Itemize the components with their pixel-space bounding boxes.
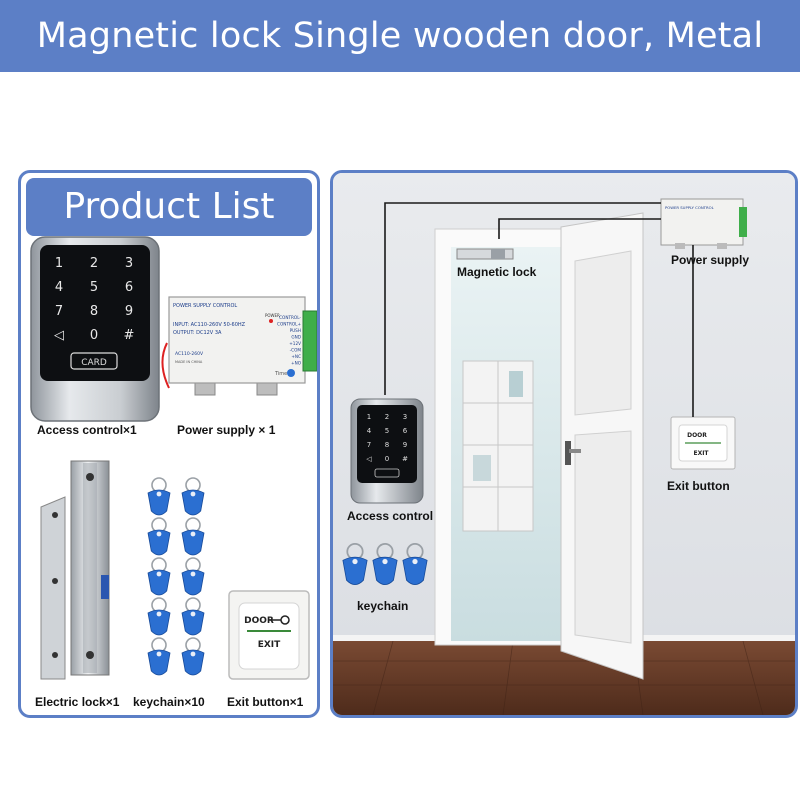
label-magnetic-lock: Magnetic lock (457, 265, 537, 279)
psu-terminal-label: -COM (290, 348, 302, 353)
keyfob-body (147, 649, 171, 676)
keypad-key: 8 (90, 304, 98, 319)
keypad-key: 2 (90, 256, 98, 271)
keypad-key: # (402, 455, 408, 463)
psu-terminal-label: +NC (291, 354, 301, 359)
product-list-header: Product List (26, 178, 312, 236)
label-exit-button: Exit button (667, 479, 730, 493)
keyfob-body (181, 609, 205, 636)
psu-power: POWER (265, 313, 280, 318)
page-title: Magnetic lock Single wooden door, Metal … (36, 16, 764, 128)
psu-title: POWER SUPPLY CONTROL (173, 303, 237, 309)
psu-small: AC110-260V (175, 351, 204, 357)
keypad-key: 7 (55, 304, 63, 319)
keypad-key: 5 (385, 427, 389, 435)
keyfob-icon (147, 477, 205, 676)
keyfob-body (402, 556, 428, 585)
keyfob-hole (382, 558, 388, 565)
caption-access-control: Access control×1 (37, 423, 137, 437)
keyfob-hole (156, 491, 162, 497)
keypad-key: 2 (385, 413, 389, 421)
psu-input: INPUT: AC110-260V 50-60HZ (173, 322, 246, 328)
psu-terminal-label: PUSH (290, 328, 301, 333)
label-access-control: Access control (347, 509, 434, 523)
keypad-key: 6 (403, 427, 408, 435)
caption-electric-lock: Electric lock×1 (35, 695, 120, 709)
keyfob-body (147, 489, 171, 516)
keyfob-hole (156, 651, 162, 657)
psu-made: MADE IN CHINA (175, 360, 203, 364)
keypad-key: 1 (367, 413, 371, 421)
card-label: CARD (81, 358, 107, 368)
keyfob-body (342, 556, 368, 585)
caption-keychain: keychain×10 (133, 695, 205, 709)
magnetic-lock-icon (40, 460, 110, 680)
label-keychain: keychain (357, 599, 409, 613)
svg-text:POWER SUPPLY CONTROL: POWER SUPPLY CONTROL (665, 205, 715, 210)
psu-terminal-label: +NO (291, 361, 302, 366)
svg-text:EXIT: EXIT (693, 450, 709, 457)
keypad-key: 0 (385, 455, 389, 463)
keypad-key: 6 (125, 280, 133, 295)
keyfob-hole (156, 611, 162, 617)
svg-text:DOOR: DOOR (687, 432, 707, 439)
keyfob-body (181, 569, 205, 596)
keypad-key: 8 (385, 441, 389, 449)
keyfob-body (181, 489, 205, 516)
keypad-key: 5 (90, 280, 98, 295)
psu-terminal-label: GND (291, 335, 301, 340)
keyfob-body (372, 556, 398, 585)
keyfob-hole (156, 571, 162, 577)
keyfob-body (181, 649, 205, 676)
psu-output: OUTPUT: DC12V 3A (173, 330, 222, 336)
psu-terminal-label: +12V (289, 341, 301, 346)
exit-exit-text: EXIT (258, 640, 281, 650)
caption-exit-button: Exit button×1 (227, 695, 304, 709)
keypad-key: 7 (367, 441, 371, 449)
caption-power-supply: Power supply × 1 (177, 423, 276, 437)
keypad-key: # (124, 328, 135, 343)
keypad-icon: 1 2 3 4 5 6 7 8 9 ◁ 0 # CARD (30, 236, 160, 422)
keyfob-hole (190, 491, 196, 497)
keypad-key: 3 (125, 256, 133, 271)
keypad-key: 0 (90, 328, 98, 343)
keypad-key: ◁ (54, 328, 64, 343)
keypad-key: 9 (403, 441, 407, 449)
keyfob-body (147, 569, 171, 596)
psu-time: Time (274, 371, 287, 377)
product-list-title: Product List (63, 186, 275, 227)
keyfob-body (147, 529, 171, 556)
keyfob-hole (190, 611, 196, 617)
product-list-panel: Product List 1 2 3 4 5 6 7 8 9 ◁ 0 # CARD POWER SUP… (18, 170, 320, 718)
page-title-banner: Magnetic lock Single wooden door, Metal … (0, 0, 800, 128)
installation-scene: POWER SUPPLY CONTROL DOOR EXIT 1 2 3 4 5 6 7 8 9… (333, 173, 795, 715)
keyfob-hole (190, 651, 196, 657)
psu-terminal-label: CONTROL- (279, 315, 301, 320)
keypad-key: 3 (403, 413, 407, 421)
installation-diagram-panel: POWER SUPPLY CONTROL DOOR EXIT 1 2 3 4 5 6 7 8 9… (330, 170, 798, 718)
label-power-supply: Power supply (671, 253, 750, 267)
keyfob-body (181, 529, 205, 556)
keypad-key: 4 (55, 280, 63, 295)
keyfob-hole (352, 558, 358, 565)
keyfob-body (147, 609, 171, 636)
keyfob-hole (412, 558, 418, 565)
keypad-key: 9 (125, 304, 133, 319)
keyfob-hole (190, 531, 196, 537)
psu-terminal-label: CONTROL+ (277, 322, 301, 327)
keypad-key: 4 (367, 427, 372, 435)
power-supply-icon: POWER SUPPLY CONTROL INPUT: AC110-260V 5… (161, 296, 317, 396)
exit-button-icon: DOOR EXIT (228, 590, 310, 680)
keyfob-hole (156, 531, 162, 537)
keypad-key: 1 (55, 256, 63, 271)
keypad-key: ◁ (366, 455, 372, 463)
keyfob-hole (190, 571, 196, 577)
exit-door-text: DOOR (244, 616, 274, 626)
